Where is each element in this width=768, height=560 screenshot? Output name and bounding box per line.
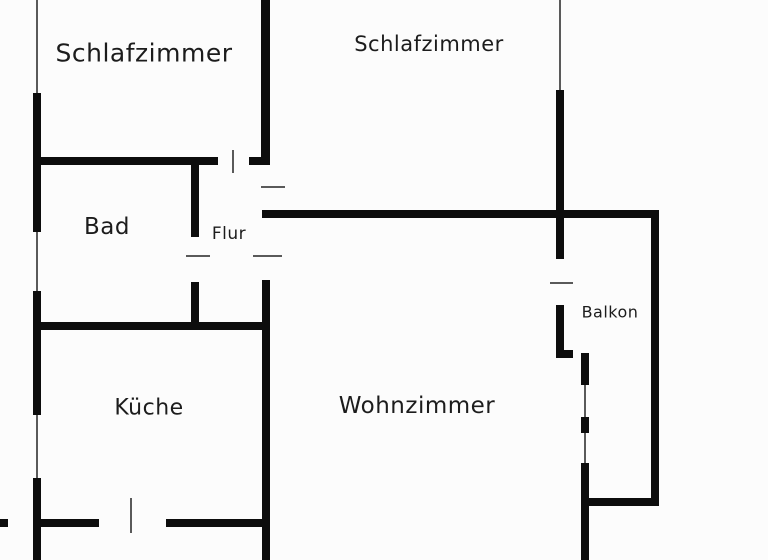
room-label-schlafzimmer-1: Schlafzimmer (55, 38, 233, 68)
door-mark-bad (186, 255, 210, 257)
wall-wohnzimmer-right (581, 463, 589, 560)
door-mark-wohnzimmer (253, 255, 282, 257)
wall-balkon-foot (556, 350, 573, 358)
wall-wohnzimmer-left (262, 280, 270, 560)
wall-bad-top (33, 157, 218, 165)
room-label-balkon: Balkon (581, 302, 639, 322)
wall-balkon-window-block (581, 417, 589, 433)
door-mark-schlafzimmer1 (232, 150, 234, 173)
room-label-bad: Bad (84, 214, 130, 240)
window-left-top (36, 0, 38, 93)
wall-balkon-bottom (585, 498, 659, 506)
door-mark-kueche (130, 498, 132, 533)
window-left-mid (36, 232, 38, 291)
wall-kueche-bottom-right (166, 519, 263, 527)
wall-kueche-top (33, 322, 270, 330)
window-balkon-upper (584, 385, 586, 417)
wall-right-outer (651, 210, 659, 506)
wall-bad-top-stub (249, 157, 270, 165)
room-label-flur: Flur (211, 224, 247, 244)
wall-bad-flur (191, 157, 199, 237)
wall-flur-lower (191, 282, 199, 330)
wall-wohnzimmer-top (262, 210, 659, 218)
wall-balkon-jog (581, 353, 589, 385)
wall-schlafzimmer1-right (261, 0, 270, 165)
room-label-wohnzimmer: Wohnzimmer (338, 393, 496, 419)
window-schlafzimmer2 (559, 0, 561, 90)
door-mark-balkon (550, 282, 573, 284)
wall-schlafzimmer2-mid (556, 90, 564, 259)
wall-left-edge-stub (0, 519, 8, 527)
wall-left-outer-mid (33, 291, 41, 415)
wall-kueche-bottom-left (33, 519, 99, 527)
wall-balkon-left-upper (556, 305, 564, 358)
window-balkon-lower (584, 433, 586, 463)
room-label-schlafzimmer-2: Schlafzimmer (354, 32, 504, 56)
door-mark-schlafzimmer2 (261, 186, 285, 188)
room-label-kueche: Küche (114, 395, 184, 421)
window-left-lower (36, 415, 38, 478)
